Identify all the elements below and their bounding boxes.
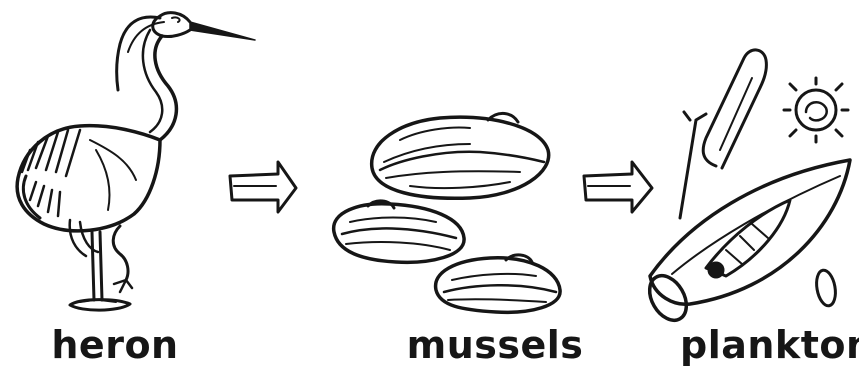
plankton-label: plankton bbox=[680, 320, 855, 370]
heron-label: heron bbox=[40, 320, 190, 370]
mussels-illustration bbox=[334, 113, 560, 312]
plankton-illustration bbox=[642, 50, 850, 327]
arrow-right-icon bbox=[584, 162, 652, 212]
heron-illustration bbox=[17, 13, 255, 311]
mussels-label: mussels bbox=[395, 320, 595, 370]
arrow-right-icon bbox=[230, 162, 296, 212]
